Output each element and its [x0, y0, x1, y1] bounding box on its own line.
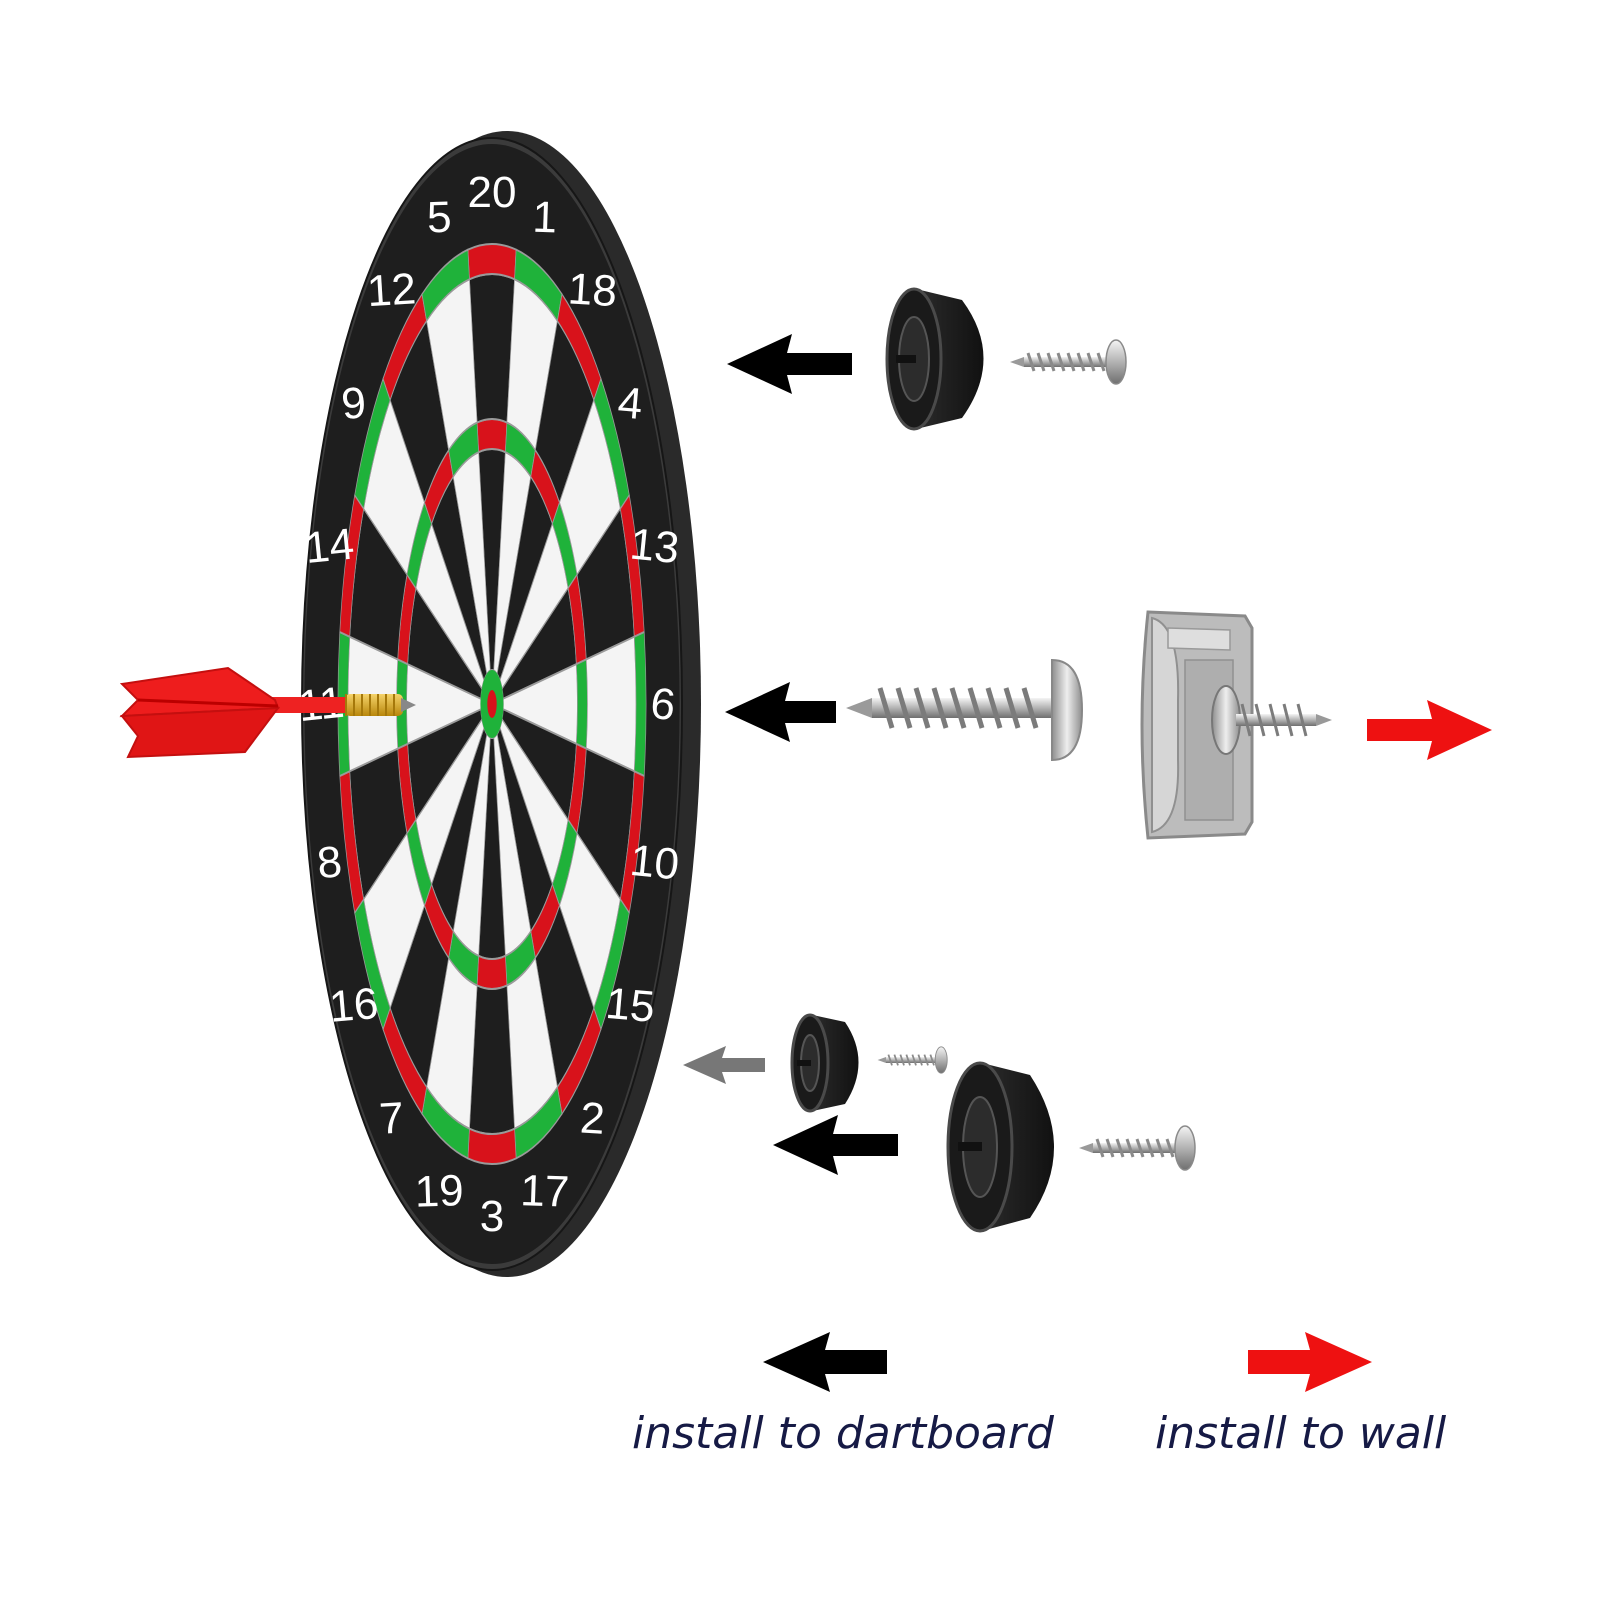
legend-label-dartboard: install to dartboard — [632, 1408, 1055, 1459]
dartboard-number: 9 — [339, 378, 368, 429]
legend-label-wall: install to wall — [1155, 1408, 1447, 1459]
dartboard-number: 8 — [315, 837, 344, 888]
dartboard-segment — [476, 954, 508, 990]
dartboard-number: 18 — [567, 264, 619, 316]
screw-bottom — [1077, 1124, 1197, 1172]
dartboard-number: 19 — [414, 1166, 465, 1217]
direction-arrows — [683, 334, 1492, 1175]
arrow-to-dartboard-bottom — [773, 1115, 898, 1175]
dartboard-number: 13 — [628, 519, 682, 573]
legend-arrow-dartboard — [763, 1332, 887, 1392]
dartboard: 2011841361015217319716811149125 — [296, 131, 701, 1277]
dartboard-segment — [469, 273, 515, 424]
dartboard-number: 10 — [628, 836, 682, 890]
bullseye — [487, 690, 497, 718]
dartboard-segment — [421, 248, 470, 323]
dartboard-segment — [575, 658, 588, 750]
dartboard-number: 6 — [648, 679, 677, 730]
dartboard-segment — [467, 1127, 517, 1165]
dartboard-segment — [585, 635, 637, 773]
arrow-to-dartboard-middle — [725, 682, 836, 742]
dartboard-segment — [633, 630, 647, 778]
dartboard-number-ring: 2011841361015217319716811149125 — [296, 168, 682, 1241]
arrow-to-wall-middle — [1367, 700, 1492, 760]
rubber-bumper-small — [790, 1013, 859, 1113]
dartboard-segment — [467, 243, 517, 281]
dartboard-number: 3 — [480, 1192, 504, 1241]
dartboard-number: 14 — [303, 519, 357, 573]
screw-top — [1008, 338, 1128, 386]
dartboard-number: 5 — [426, 193, 452, 243]
dartboard-number: 7 — [378, 1093, 405, 1143]
dartboard-number: 15 — [604, 979, 657, 1032]
dartboard-segment — [469, 984, 515, 1135]
arrow-to-dartboard-top — [727, 334, 852, 394]
rubber-bumper-bottom — [946, 1061, 1054, 1233]
dartboard-segments — [337, 243, 647, 1165]
dartboard-number: 20 — [468, 168, 517, 217]
dartboard-number: 2 — [579, 1093, 606, 1143]
dartboard-number: 12 — [366, 264, 418, 316]
wall-mounting-bracket — [1140, 610, 1332, 840]
dartboard-number: 4 — [616, 378, 645, 429]
legend: install to dartboard install to wall — [632, 1332, 1447, 1459]
arrow-to-dartboard-faded — [683, 1046, 765, 1084]
dartboard-number: 17 — [520, 1166, 571, 1217]
dartboard-number: 16 — [327, 979, 380, 1032]
dart — [119, 666, 416, 759]
dartboard-number: 1 — [532, 193, 558, 243]
legend-arrow-wall — [1248, 1332, 1372, 1392]
screw-small — [876, 1045, 949, 1075]
dartboard-segment — [476, 418, 508, 454]
mounting-screw-large — [846, 658, 1084, 762]
rubber-bumper-top — [885, 287, 984, 431]
dart-flight — [120, 706, 281, 759]
